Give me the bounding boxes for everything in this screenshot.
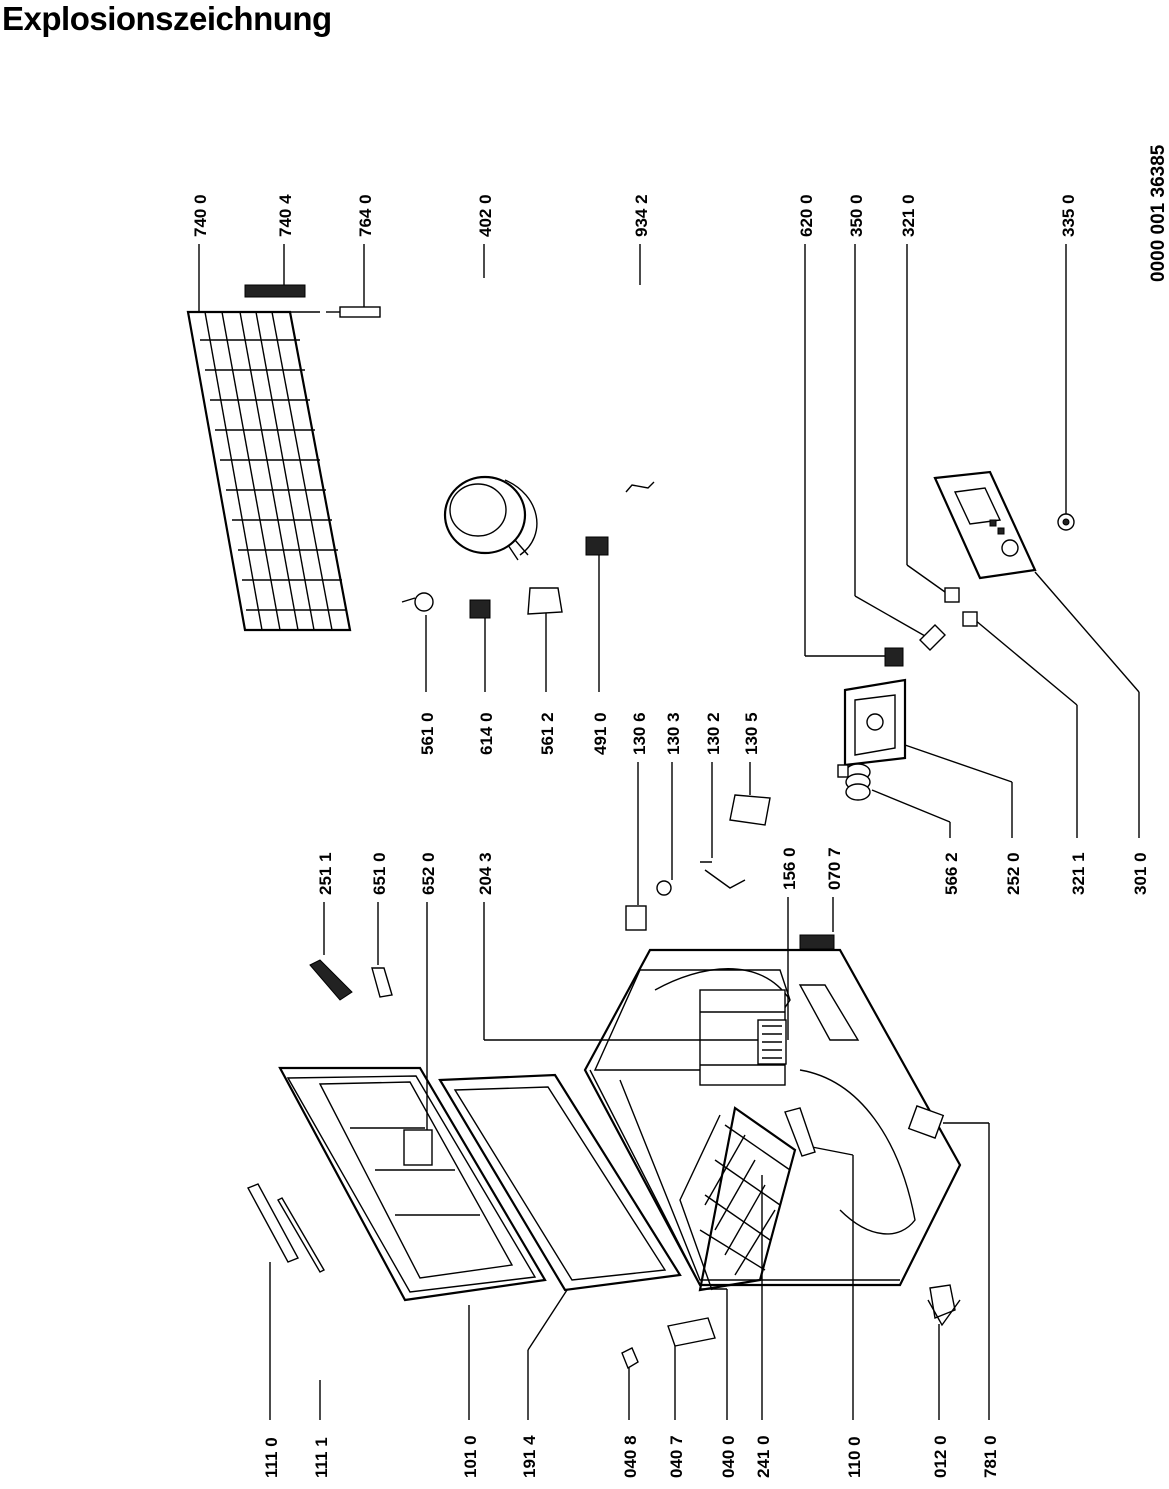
part-labels: 111 0 111 1 101 0 191 4 040 8 040 7 040 … [191, 194, 1150, 1478]
label-740-0: 740 0 [191, 194, 210, 237]
label-561-0: 561 0 [418, 712, 437, 755]
door-assembly [278, 1066, 547, 1302]
cabinet-body [583, 934, 962, 1287]
door-gasket [438, 1073, 682, 1292]
thermostat-knob [1057, 513, 1075, 531]
label-561-2: 561 2 [538, 712, 557, 755]
leader-lines [198, 244, 1140, 1420]
small-parts-middle [625, 794, 771, 931]
label-110-0: 110 0 [845, 1436, 864, 1478]
label-335-0: 335 0 [1059, 194, 1078, 237]
label-781-0: 781 0 [981, 1435, 1000, 1478]
label-321-0: 321 0 [899, 194, 918, 237]
label-012-0: 012 0 [931, 1435, 950, 1478]
label-321-1: 321 1 [1069, 852, 1088, 895]
control-panel [933, 470, 1037, 580]
label-350-0: 350 0 [847, 194, 866, 237]
evaporator-housing [843, 678, 907, 767]
ventilation-grille [757, 1019, 787, 1065]
compressor [443, 475, 538, 561]
label-301-0: 301 0 [1131, 852, 1150, 895]
label-111-1: 111 1 [312, 1437, 331, 1478]
small-parts-bottom [621, 1284, 961, 1370]
label-070-7: 070 7 [825, 847, 844, 890]
label-740-4: 740 4 [276, 194, 295, 237]
label-614-0: 614 0 [477, 712, 496, 755]
label-101-0: 101 0 [461, 1435, 480, 1478]
thermostat-spring [837, 763, 871, 801]
label-402-0: 402 0 [476, 194, 495, 237]
handle-parts [309, 959, 393, 1001]
electrical-components [401, 536, 609, 619]
label-130-6: 130 6 [630, 712, 649, 755]
label-252-0: 252 0 [1004, 852, 1023, 895]
label-652-0: 652 0 [419, 852, 438, 895]
label-130-5: 130 5 [742, 712, 761, 755]
label-764-0: 764 0 [356, 194, 375, 237]
label-491-0: 491 0 [591, 712, 610, 755]
bracket-and-drier [244, 284, 381, 318]
vent-grid [799, 934, 835, 950]
label-204-3: 204 3 [476, 852, 495, 895]
label-130-2: 130 2 [704, 712, 723, 755]
label-111-0: 111 0 [262, 1437, 281, 1478]
label-620-0: 620 0 [797, 194, 816, 237]
condenser-coil [186, 310, 352, 632]
page-title: Explosionszeichnung [2, 0, 332, 37]
label-651-0: 651 0 [370, 852, 389, 895]
switch-and-lamp [884, 587, 978, 667]
clip [625, 481, 655, 493]
label-040-7: 040 7 [667, 1435, 686, 1478]
label-566-2: 566 2 [942, 852, 961, 895]
label-040-0: 040 0 [719, 1435, 738, 1478]
label-934-2: 934 2 [632, 194, 651, 237]
label-040-8: 040 8 [621, 1435, 640, 1478]
label-130-3: 130 3 [664, 712, 683, 755]
label-241-0: 241 0 [754, 1435, 773, 1478]
label-156-0: 156 0 [780, 847, 799, 890]
label-191-4: 191 4 [520, 1435, 539, 1478]
label-251-1: 251 1 [316, 852, 335, 895]
wire-basket [679, 1106, 797, 1292]
handle-rails [247, 1183, 325, 1273]
